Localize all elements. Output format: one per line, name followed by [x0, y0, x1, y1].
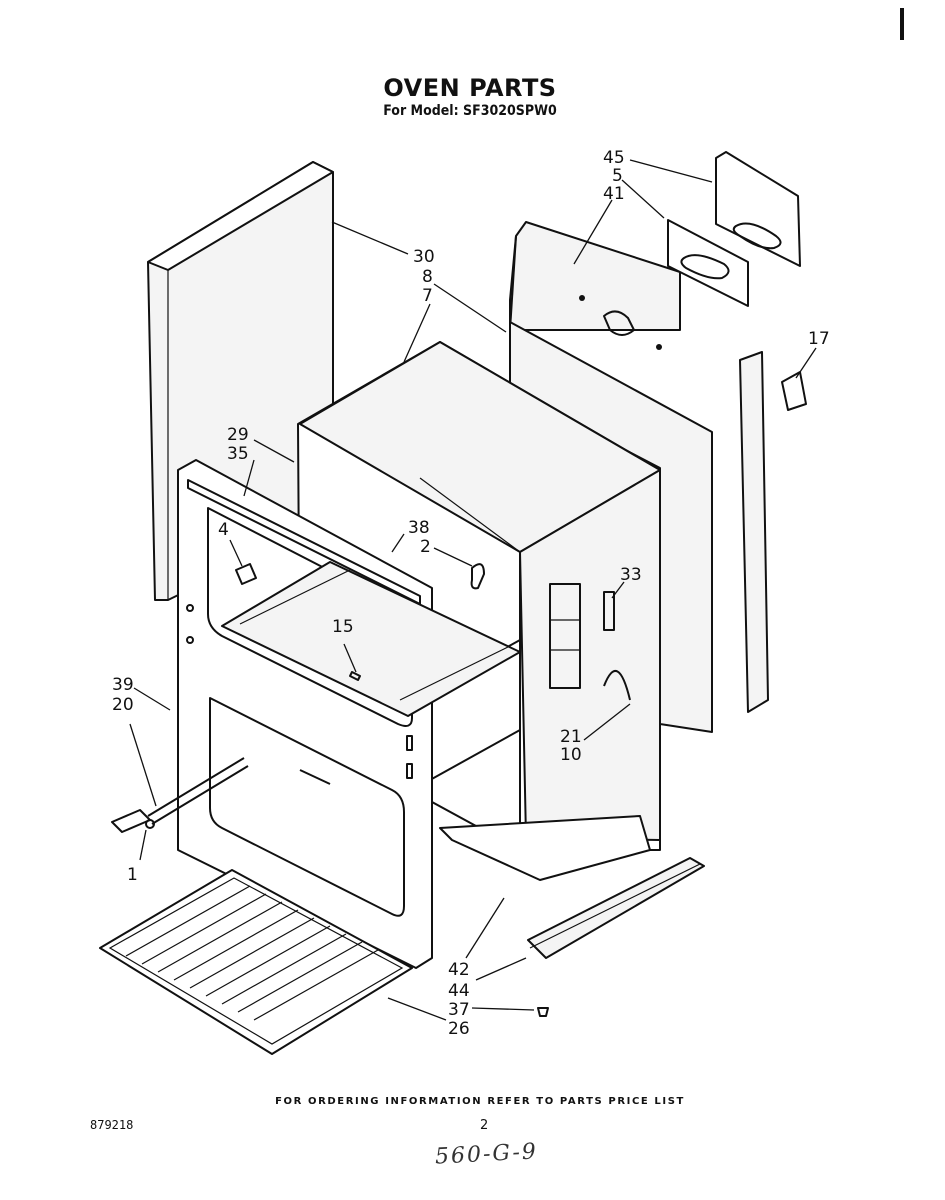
leader-lines — [129, 159, 817, 1021]
callout-35: 35 — [227, 444, 249, 464]
rack-supports — [221, 561, 521, 717]
callout-8: 8 — [422, 267, 433, 287]
page-title: OVEN PARTS — [383, 74, 557, 102]
document-number: 879218 — [90, 1118, 134, 1132]
callout-29: 29 — [227, 425, 249, 445]
callout-2: 2 — [420, 537, 431, 557]
callout-15: 15 — [332, 617, 354, 637]
callout-4: 4 — [218, 520, 229, 540]
callout-38: 38 — [408, 518, 430, 538]
callout-5: 5 — [612, 166, 623, 186]
callout-42: 42 — [448, 960, 470, 980]
oven-rack — [99, 869, 413, 1055]
callout-30: 30 — [413, 247, 435, 267]
small-parts — [235, 563, 549, 1017]
callout-17: 17 — [808, 329, 830, 349]
page-number: 2 — [480, 1118, 489, 1133]
callout-labels: 45 5 41 30 8 7 17 29 35 38 2 4 33 15 39 … — [112, 148, 830, 1039]
bottom-tray — [439, 815, 705, 959]
callout-33: 33 — [620, 565, 642, 585]
callout-20: 20 — [112, 695, 134, 715]
callout-41: 41 — [603, 184, 625, 204]
handwritten-note: 560-G-9 — [434, 1139, 539, 1170]
callout-45: 45 — [603, 148, 625, 168]
callout-39: 39 — [112, 675, 134, 695]
callout-44: 44 — [448, 981, 470, 1001]
rear-panel — [509, 221, 681, 350]
callout-1: 1 — [127, 865, 138, 885]
callout-21: 21 — [560, 727, 582, 747]
callout-37: 37 — [448, 1000, 470, 1020]
bake-element — [111, 757, 249, 833]
mounting-brackets — [667, 151, 807, 411]
callout-7: 7 — [422, 286, 433, 306]
scan-edge-mark — [900, 8, 904, 40]
ordering-note: FOR ORDERING INFORMATION REFER TO PARTS … — [275, 1096, 685, 1107]
right-side-panel — [739, 351, 769, 713]
callout-26: 26 — [448, 1019, 470, 1039]
callout-10: 10 — [560, 745, 582, 765]
model-subtitle: For Model: SF3020SPW0 — [383, 103, 557, 119]
